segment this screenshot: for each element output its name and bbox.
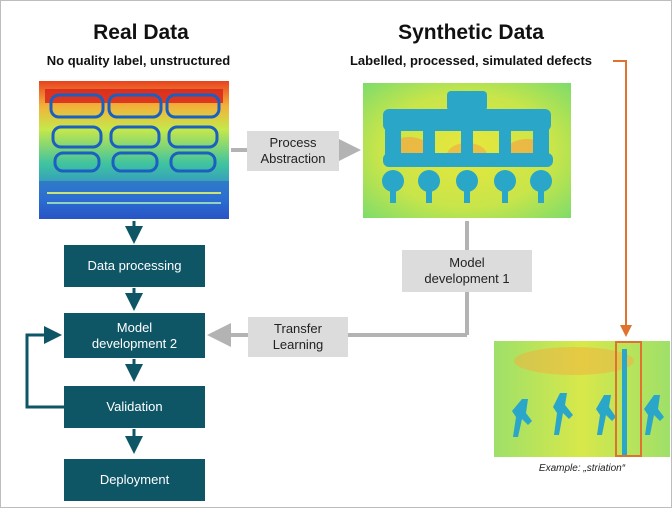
defect-highlight-box — [615, 341, 642, 457]
striation-defect-image — [494, 341, 670, 457]
synthetic-data-subtitle: Labelled, processed, simulated defects — [349, 53, 593, 68]
process-abstraction-label: Process Abstraction — [247, 131, 339, 171]
synthetic-data-title: Synthetic Data — [398, 21, 544, 44]
validation-step: Validation — [64, 386, 205, 428]
transfer-learning-label: Transfer Learning — [248, 317, 348, 357]
arrow-to-example — [613, 60, 632, 337]
model-development-2-step: Model development 2 — [64, 313, 205, 358]
arrow-validation-loop — [25, 326, 64, 409]
simulated-casting-image — [363, 83, 571, 218]
real-data-image — [39, 81, 229, 219]
model-development-1-label: Model development 1 — [402, 250, 532, 292]
real-data-title: Real Data — [93, 21, 189, 44]
deployment-step: Deployment — [64, 459, 205, 501]
real-data-subtitle: No quality label, unstructured — [46, 53, 231, 68]
synthetic-data-image — [363, 83, 571, 218]
example-caption: Example: „striation“ — [538, 463, 626, 474]
example-image — [494, 341, 670, 457]
data-processing-step: Data processing — [64, 245, 205, 287]
thermal-camera-image — [39, 81, 229, 219]
